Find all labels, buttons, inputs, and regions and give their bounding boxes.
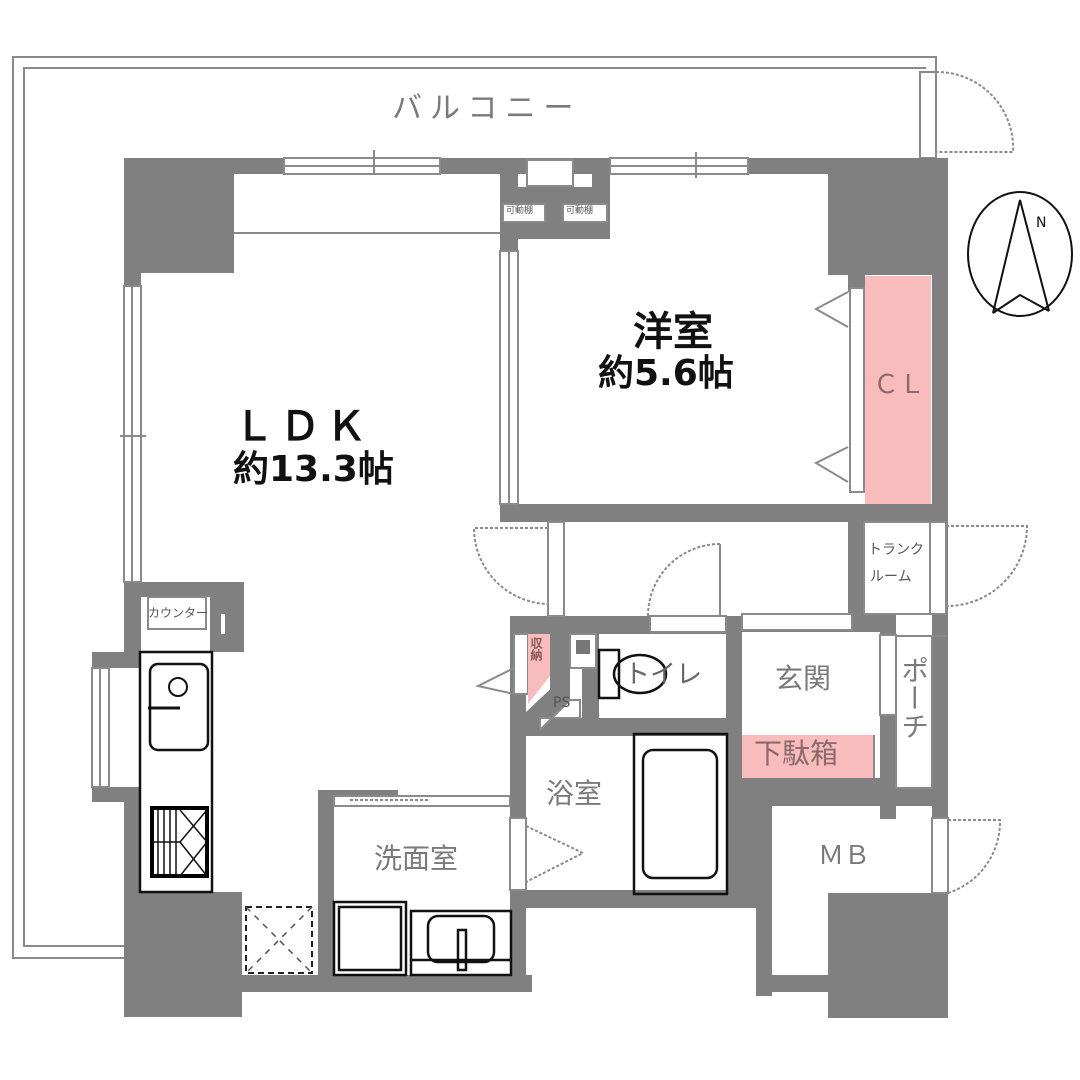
bathroom-label: 浴室 — [546, 777, 603, 810]
western-room-name: 洋室 — [633, 309, 713, 355]
washroom-fixtures — [332, 795, 513, 977]
balcony-door — [919, 70, 1015, 159]
trunk-room-area — [863, 521, 1029, 615]
counter-label: カウンター — [148, 606, 209, 620]
closet-area — [813, 276, 931, 504]
hall-doors — [472, 521, 853, 633]
meter-box-door — [931, 817, 1002, 894]
kitchen-counter — [138, 650, 214, 894]
trunk-room-label-line1: トランク — [868, 542, 924, 558]
toilet-label: トイレ — [624, 660, 703, 690]
washroom-label: 洗面室 — [374, 842, 459, 875]
counter-marker — [221, 614, 225, 634]
ldk-room-name: ＬＤＫ — [234, 404, 372, 450]
movable-shelf-2-box — [562, 203, 608, 223]
storage-label: 収納 — [529, 637, 543, 661]
porch-label: ポーチ — [897, 656, 930, 740]
balcony-outline — [12, 56, 937, 959]
bathtub — [509, 732, 729, 896]
walls — [92, 158, 948, 1018]
ldk-room-area: 約13.3帖 — [233, 449, 394, 490]
entrance-label: 玄関 — [775, 662, 832, 695]
movable-shelf-2-label: 可動棚 — [566, 206, 594, 216]
balcony-label: バルコニー — [392, 91, 582, 126]
counter-box — [147, 596, 207, 630]
entrance-area — [742, 634, 946, 789]
trunk-room-label-line2: ルーム — [870, 569, 912, 585]
washing-machine-space — [245, 906, 313, 974]
closet-label: ＣＬ — [872, 370, 925, 400]
windows — [91, 150, 749, 788]
movable-shelf-1-label: 可動棚 — [506, 206, 534, 216]
pipe-space-label: PS — [553, 695, 571, 711]
movable-shelf-1-box — [502, 203, 546, 223]
meter-box-label: ＭＢ — [818, 841, 871, 871]
storage-area — [475, 633, 581, 733]
compass-north-label: N — [1036, 215, 1047, 231]
compass-icon — [967, 191, 1073, 317]
western-room-area: 約5.6帖 — [598, 353, 734, 394]
toilet-area — [569, 633, 668, 700]
shoe-box-label: 下駄箱 — [754, 737, 839, 770]
